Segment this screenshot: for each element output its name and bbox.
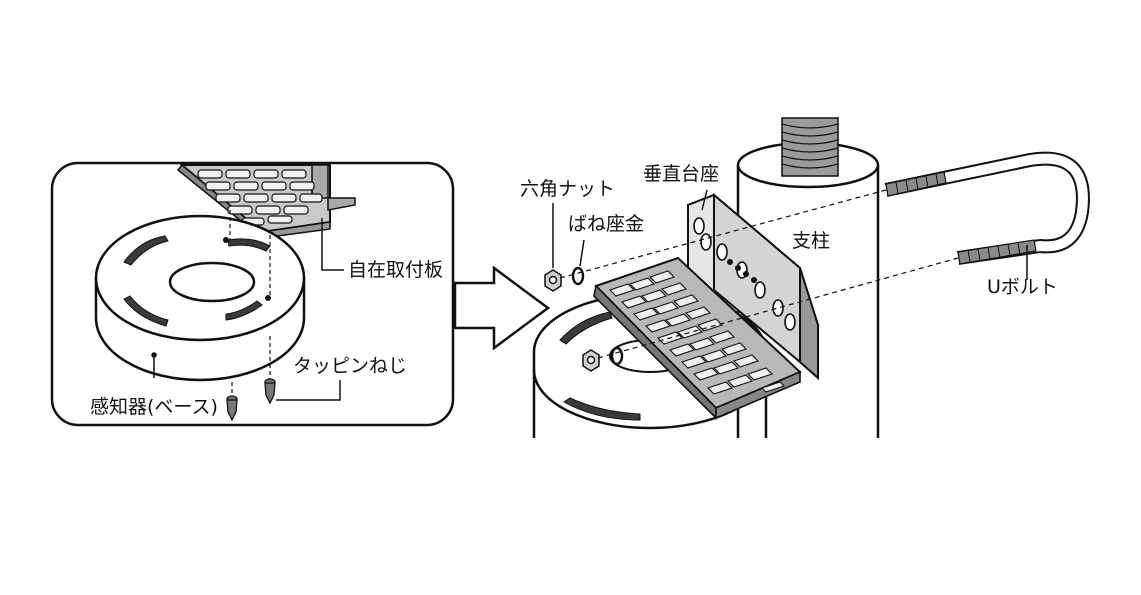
hex-nut-icon [544, 269, 600, 372]
tapping-screw-label: タッピンねじ [293, 355, 408, 377]
mount-plate-label: 自在取付板 [348, 259, 444, 281]
u-bolt [884, 151, 1090, 265]
leader-lines-right [552, 189, 1028, 280]
sensor-base-label: 感知器(ベース) [90, 396, 218, 418]
spring-washer-label: ばね座金 [568, 213, 645, 235]
post [736, 117, 880, 438]
tapping-screw-icon [226, 378, 276, 422]
direction-arrow [453, 265, 551, 351]
post-label: 支柱 [792, 230, 831, 252]
vertical-bracket-label: 垂直台座 [643, 163, 720, 185]
leader-lines-left [151, 218, 344, 401]
assembly-dashed-lines [559, 189, 959, 359]
sensor-base-detail [94, 210, 306, 398]
hex-nut-label: 六角ナット [520, 178, 616, 200]
vertical-bracket [686, 192, 820, 381]
u-bolt-label: Uボルト [987, 276, 1058, 298]
